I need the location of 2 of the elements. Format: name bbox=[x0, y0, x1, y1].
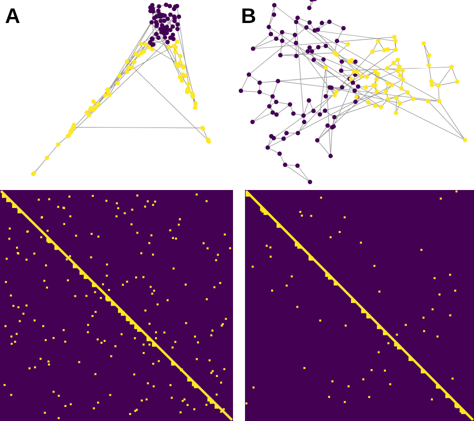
panel-label: B bbox=[241, 6, 256, 28]
panel-label: A bbox=[5, 6, 20, 28]
